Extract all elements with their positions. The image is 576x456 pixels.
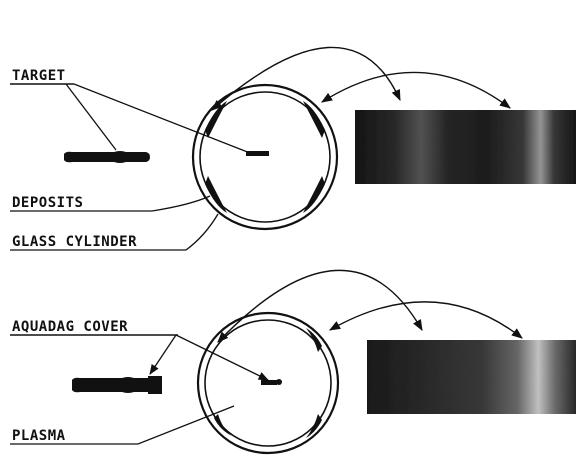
film-strip-top — [355, 110, 576, 184]
label-plasma: PLASMA — [12, 428, 66, 444]
label-glass-cylinder: GLASS CYLINDER — [12, 234, 137, 250]
arrow-top-2 — [322, 72, 510, 108]
label-deposits: DEPOSITS — [12, 195, 83, 211]
deposits-top — [205, 101, 325, 213]
target-leader-1 — [74, 84, 250, 153]
covered-target-in-cylinder — [261, 380, 277, 385]
aquadag-target-rod — [72, 376, 162, 394]
aquadag-leader-1 — [176, 335, 268, 380]
top-panel: TARGET DEPOSITS GLASS CYLINDER — [10, 47, 576, 250]
arrow-bottom-2 — [330, 302, 522, 338]
aquadag-leader-2 — [150, 335, 176, 374]
label-target: TARGET — [12, 68, 66, 84]
target-in-cylinder — [246, 151, 269, 156]
target-tip-in-cylinder — [276, 379, 282, 385]
glass-cylinder-outer — [193, 85, 337, 229]
bottom-panel: AQUADAG COVER PLASMA — [10, 270, 576, 453]
film-strip-bottom — [367, 340, 576, 414]
target-leader-2 — [66, 84, 116, 150]
target-rod — [64, 151, 150, 163]
label-aquadag-cover: AQUADAG COVER — [12, 319, 128, 335]
